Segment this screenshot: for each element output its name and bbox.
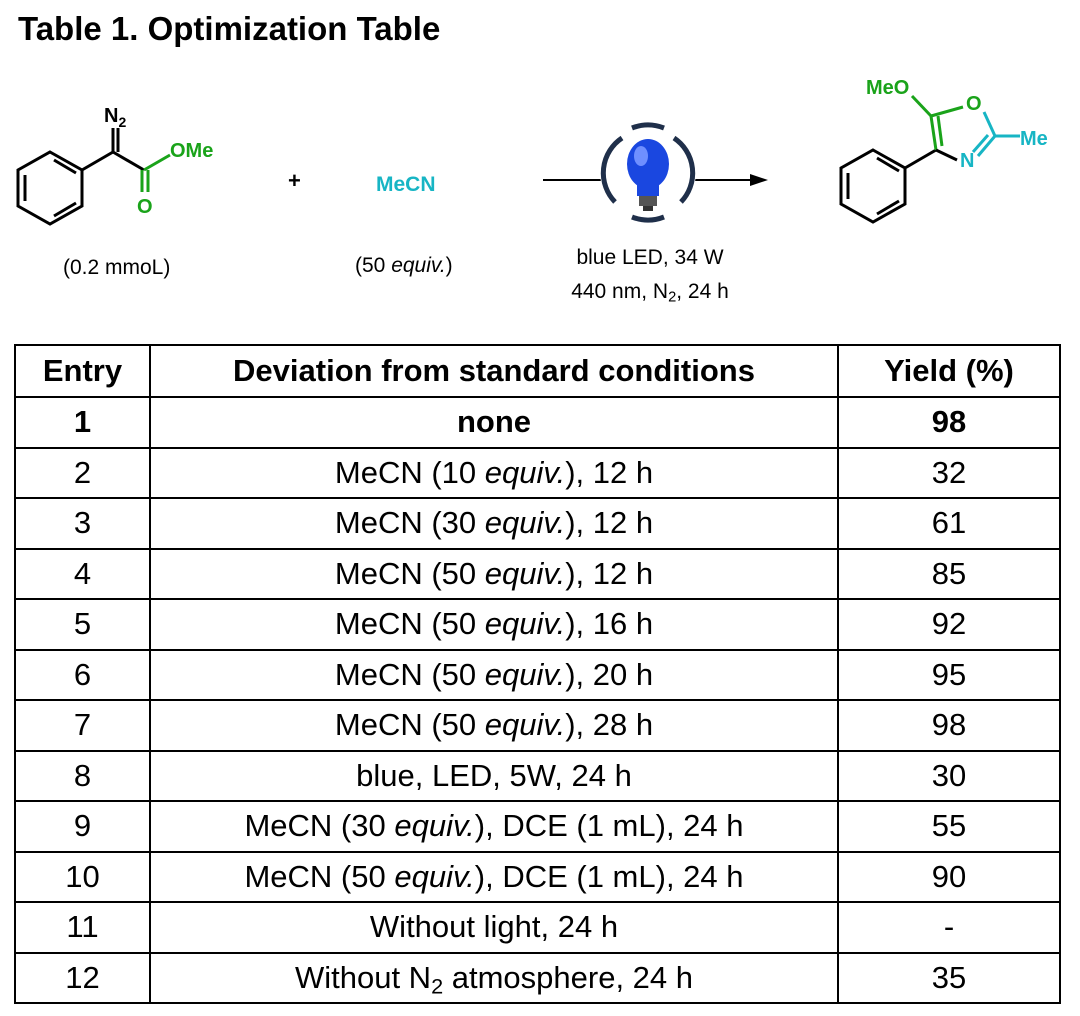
deviation-cell: Without N2 atmosphere, 24 h: [149, 951, 839, 1004]
entry-cell: 9: [14, 800, 151, 853]
entry-cell: 3: [14, 497, 151, 550]
product-meo-label: MeO: [866, 80, 909, 99]
product-benzene-ring: [839, 148, 907, 224]
entry-cell: 11: [14, 901, 151, 954]
product-structure: [839, 94, 1020, 224]
entry-cell: 6: [14, 648, 151, 701]
entry-cell: 2: [14, 446, 151, 499]
header-deviation: Deviation from standard conditions: [149, 344, 839, 398]
entry-cell: 4: [14, 547, 151, 600]
deviation-cell: MeCN (50 equiv.), DCE (1 mL), 24 h: [149, 850, 839, 903]
plus-sign: +: [288, 168, 301, 193]
reactant-o-label: O: [137, 196, 153, 218]
yield-cell: -: [837, 901, 1061, 954]
entry-cell: 10: [14, 850, 151, 903]
deviation-cell: MeCN (50 equiv.), 20 h: [149, 648, 839, 701]
table-title: Table 1. Optimization Table: [18, 10, 441, 47]
reaction-scheme-drawing: N2 OMe O + MeCN: [16, 80, 1048, 226]
yield-cell: 30: [837, 749, 1061, 802]
product-me-label: Me: [1020, 128, 1048, 150]
deviation-cell: MeCN (30 equiv.), DCE (1 mL), 24 h: [149, 800, 839, 853]
yield-cell: 55: [837, 800, 1061, 853]
reactant-amount: (0.2 mmoL): [63, 256, 171, 279]
deviation-cell: MeCN (10 equiv.), 12 h: [149, 446, 839, 499]
reagent-amount: (50 equiv.): [355, 254, 453, 277]
yield-cell: 90: [837, 850, 1061, 903]
table-header-row: Entry Deviation from standard conditions…: [14, 344, 1061, 398]
deviation-cell: MeCN (50 equiv.), 12 h: [149, 547, 839, 600]
entry-cell: 1: [14, 396, 151, 449]
deviation-cell: none: [149, 396, 839, 449]
yield-cell: 98: [837, 396, 1061, 449]
reactant-benzene-ring: [16, 150, 84, 226]
deviation-cell: blue, LED, 5W, 24 h: [149, 749, 839, 802]
deviation-cell: MeCN (50 equiv.), 16 h: [149, 598, 839, 651]
entry-cell: 12: [14, 951, 151, 1004]
yield-cell: 61: [837, 497, 1061, 550]
optimization-table: Entry Deviation from standard conditions…: [14, 344, 1061, 1004]
yield-cell: 98: [837, 699, 1061, 752]
entry-cell: 8: [14, 749, 151, 802]
reagent-label: MeCN: [376, 173, 436, 196]
yield-cell: 32: [837, 446, 1061, 499]
conditions-line-1: blue LED, 34 W: [576, 246, 724, 269]
blue-led-icon: [600, 122, 696, 223]
yield-cell: 35: [837, 951, 1061, 1004]
yield-cell: 92: [837, 598, 1061, 651]
conditions-line-2: 440 nm, N2, 24 h: [571, 280, 729, 306]
entry-cell: 5: [14, 598, 151, 651]
reactant-structure: [16, 128, 171, 226]
deviation-cell: MeCN (50 equiv.), 28 h: [149, 699, 839, 752]
reaction-scheme: N2 OMe O + MeCN: [0, 80, 1080, 320]
product-o-label: O: [966, 93, 982, 115]
deviation-cell: MeCN (30 equiv.), 12 h: [149, 497, 839, 550]
deviation-cell: Without light, 24 h: [149, 901, 839, 954]
product-n-label: N: [960, 150, 974, 172]
reactant-n2-label: N2: [104, 105, 126, 130]
entry-cell: 7: [14, 699, 151, 752]
header-yield: Yield (%): [837, 344, 1061, 398]
yield-cell: 85: [837, 547, 1061, 600]
reactant-ome-label: OMe: [170, 140, 213, 162]
header-entry: Entry: [14, 344, 151, 398]
yield-cell: 95: [837, 648, 1061, 701]
